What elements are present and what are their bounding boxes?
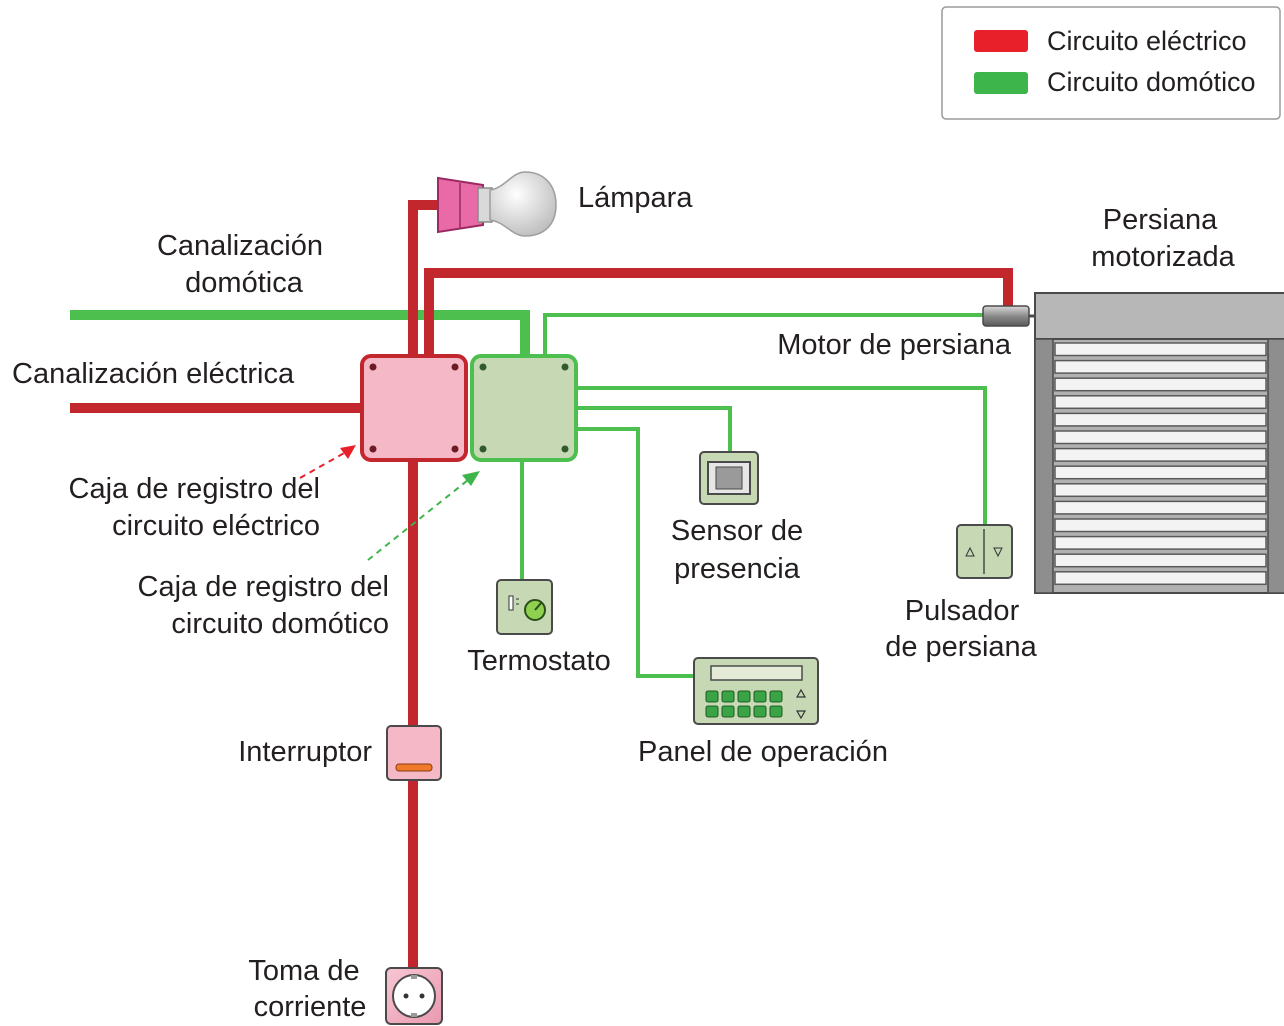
shutter-slat (1054, 395, 1267, 410)
panel-key (769, 705, 783, 718)
domotic-trunk (70, 310, 530, 356)
electric-wires (70, 200, 1013, 975)
panel-key (769, 690, 783, 703)
shutter-slat (1054, 483, 1267, 498)
label-switch: Interruptor (238, 736, 372, 768)
shutter-slat (1054, 359, 1267, 374)
panel-key (721, 705, 735, 718)
wire-to-blind-button (577, 386, 987, 525)
electric-junction-box (360, 354, 468, 462)
control-panel-icon (693, 657, 819, 725)
label-motor: Motor de persiana (777, 329, 1012, 361)
label-sensor-line1: Sensor de (671, 515, 803, 547)
wire-to-lamp (408, 200, 440, 356)
label-blind-button-line1: Pulsador (905, 595, 1020, 627)
pointer-electric-box (299, 445, 356, 479)
domotic-wires (520, 313, 987, 678)
blind-button-icon (956, 524, 1013, 579)
label-lamp: Lámpara (578, 182, 693, 214)
label-electric-box-line2: circuito eléctrico (112, 510, 320, 542)
panel-key (737, 690, 751, 703)
label-electric-channel: Canalización eléctrica (12, 358, 295, 390)
presence-sensor-icon (699, 451, 759, 505)
thermostat-icon (496, 579, 553, 635)
label-shutter-line1: Persiana (1103, 204, 1218, 236)
label-blind-button-line2: de persiana (885, 631, 1037, 663)
shutter-slat (1054, 500, 1267, 515)
shutter-slat (1054, 412, 1267, 427)
panel-key (753, 690, 767, 703)
shutter-slat (1054, 430, 1267, 445)
legend: Circuito eléctrico Circuito domótico (941, 6, 1281, 120)
shutter-slat (1054, 535, 1267, 550)
wire-to-panel (577, 427, 695, 678)
legend-frame (941, 6, 1281, 120)
legend-label-electric: Circuito eléctrico (1047, 26, 1247, 56)
wire-to-motor (543, 313, 985, 356)
legend-swatch-domotic (974, 72, 1028, 94)
domotic-junction-box (470, 354, 578, 462)
shutter-slat (1054, 342, 1267, 357)
label-domotic-box-line1: Caja de registro del (138, 571, 389, 603)
label-sensor-line2: presencia (674, 553, 801, 585)
label-electric-box-line1: Caja de registro del (69, 473, 320, 505)
legend-label-domotic: Circuito domótico (1047, 67, 1256, 97)
legend-swatch-electric (974, 30, 1028, 52)
panel-key (737, 705, 751, 718)
wire-to-sensor (577, 406, 732, 452)
shutter-slat (1054, 571, 1267, 586)
pointer-domotic-box (367, 471, 480, 561)
motor-icon (982, 305, 1036, 327)
panel-key (721, 690, 735, 703)
panel-key (705, 705, 719, 718)
motorized-shutter (1034, 292, 1284, 594)
label-shutter-line2: motorizada (1091, 241, 1235, 273)
label-socket-line1: Toma de (248, 955, 359, 987)
shutter-slat (1054, 447, 1267, 462)
label-thermostat: Termostato (467, 645, 610, 677)
shutter-slat (1054, 553, 1267, 568)
switch-icon (386, 725, 442, 781)
shutter-slat (1054, 518, 1267, 533)
label-socket-line2: corriente (254, 991, 367, 1023)
wire-to-motor-power (424, 268, 1013, 356)
label-domotic-box-line2: circuito domótico (171, 608, 389, 640)
panel-key (705, 690, 719, 703)
label-domotic-channel-line1: Canalización (157, 230, 323, 262)
label-domotic-channel-line2: domótica (185, 267, 304, 299)
label-panel: Panel de operación (638, 736, 888, 768)
shutter-slat (1054, 465, 1267, 480)
light-bulb-icon (437, 171, 557, 237)
shutter-slat (1054, 377, 1267, 392)
socket-icon (385, 967, 443, 1025)
panel-key (753, 705, 767, 718)
